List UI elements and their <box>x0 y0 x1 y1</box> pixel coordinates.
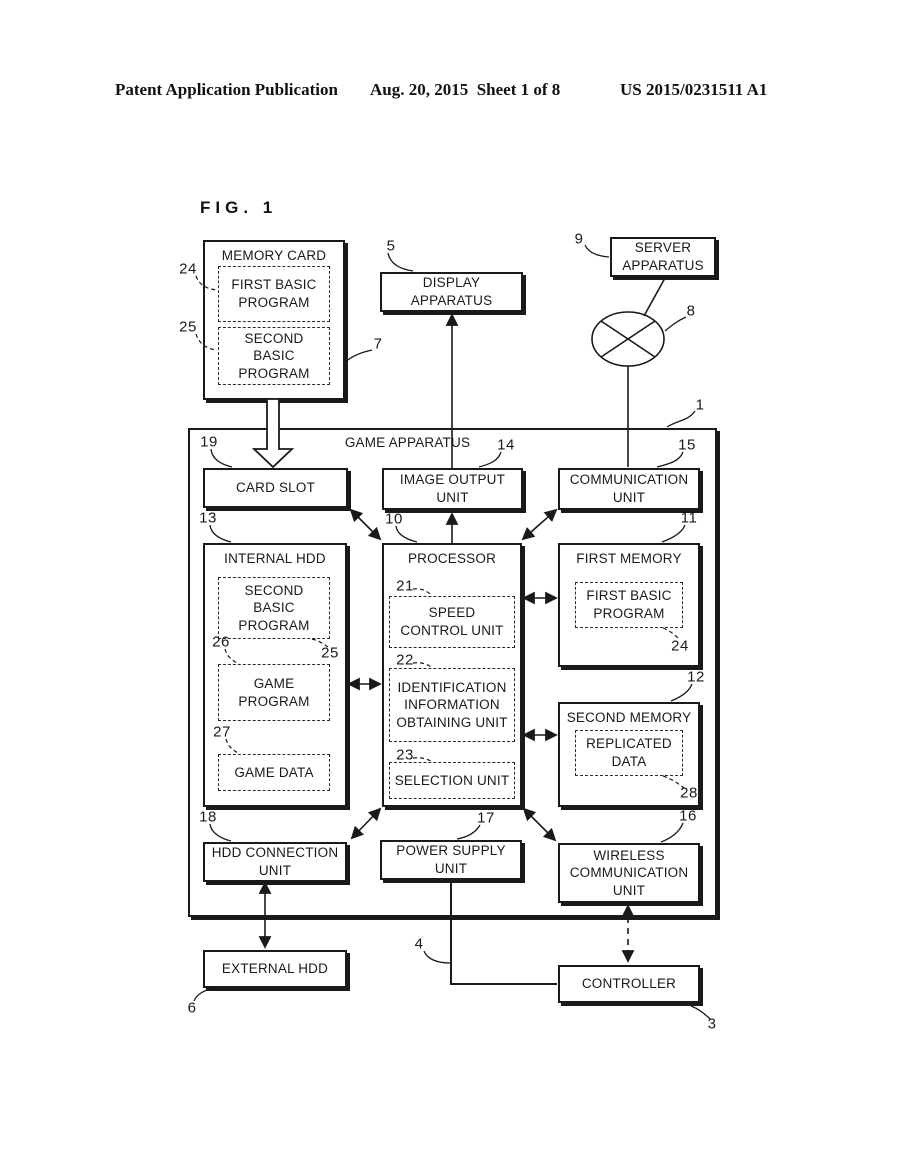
identification-unit-label: IDENTIFICATION INFORMATION OBTAINING UNI… <box>396 679 508 730</box>
selection-unit-label: SELECTION UNIT <box>394 772 510 788</box>
wireless-communication-unit-block: WIRELESS COMMUNICATION UNIT <box>558 843 700 903</box>
ref-label-22: 22 <box>396 651 414 669</box>
network-icon <box>591 311 665 367</box>
ref-label-14: 14 <box>497 436 515 454</box>
processor-title: PROCESSOR <box>407 551 497 566</box>
identification-unit-block: IDENTIFICATION INFORMATION OBTAINING UNI… <box>389 668 515 742</box>
speed-control-unit-label: SPEED CONTROL UNIT <box>400 605 504 638</box>
ref-label-21: 21 <box>396 577 414 595</box>
ref-label-15: 15 <box>678 436 696 454</box>
external-hdd-block: EXTERNAL HDD <box>203 950 347 988</box>
memory-card-title: MEMORY CARD <box>221 248 327 263</box>
sm-replicated-data-label: REPLICATED DATA <box>586 736 672 769</box>
ref-label-27: 27 <box>213 723 231 741</box>
ref-label-26: 26 <box>212 633 230 651</box>
network-icon-cross-line <box>600 320 656 358</box>
ih-second-basic-program-label: SECOND BASIC PROGRAM <box>238 582 310 633</box>
display-apparatus-block: DISPLAY APPARATUS <box>380 272 523 312</box>
mc-second-basic-program-block: SECOND BASIC PROGRAM <box>218 327 330 385</box>
ref-label-25-memory-card: 25 <box>179 318 197 336</box>
ref-label-3: 3 <box>707 1015 717 1033</box>
server-apparatus-label: SERVER APPARATUS <box>622 240 704 273</box>
header-date-sheet: Aug. 20, 2015 Sheet 1 of 8 <box>370 80 561 99</box>
internal-hdd-title: INTERNAL HDD <box>224 551 326 566</box>
game-apparatus-title: GAME APPARATUS <box>344 435 471 450</box>
mc-first-basic-program-label: FIRST BASIC PROGRAM <box>231 277 317 310</box>
power-supply-unit-label: POWER SUPPLY UNIT <box>396 843 506 876</box>
ref-label-18: 18 <box>199 808 217 826</box>
ref-label-1: 1 <box>695 396 705 414</box>
ref-label-23: 23 <box>396 746 414 764</box>
header-publication-number: US 2015/0231511 A1 <box>620 80 768 99</box>
ref-label-13: 13 <box>199 509 217 527</box>
server-apparatus-block: SERVER APPARATUS <box>610 237 716 277</box>
image-output-unit-label: IMAGE OUTPUT UNIT <box>399 472 506 505</box>
ih-game-data-block: GAME DATA <box>218 754 330 791</box>
network-icon-cross-line <box>600 320 656 358</box>
sm-replicated-data-block: REPLICATED DATA <box>575 730 683 776</box>
power-supply-unit-block: POWER SUPPLY UNIT <box>380 840 522 880</box>
ref-label-11: 11 <box>680 509 698 527</box>
first-memory-title: FIRST MEMORY <box>576 551 682 566</box>
ref-label-24-first-memory: 24 <box>671 637 689 655</box>
ref-label-5: 5 <box>386 237 396 255</box>
card-slot-block: CARD SLOT <box>203 468 348 508</box>
ref-label-6: 6 <box>187 999 197 1017</box>
wireless-communication-unit-label: WIRELESS COMMUNICATION UNIT <box>569 847 689 898</box>
ref-label-10: 10 <box>385 510 403 528</box>
header-publication-type: Patent Application Publication <box>115 80 338 99</box>
second-memory-title: SECOND MEMORY <box>566 710 692 725</box>
speed-control-unit-block: SPEED CONTROL UNIT <box>389 596 515 648</box>
card-slot-label: CARD SLOT <box>235 480 316 496</box>
mc-second-basic-program-label: SECOND BASIC PROGRAM <box>238 330 310 381</box>
ref-label-12: 12 <box>687 668 705 686</box>
ref-label-17: 17 <box>477 809 495 827</box>
ref-label-16: 16 <box>679 807 697 825</box>
line-server-to-network <box>643 277 666 317</box>
communication-unit-block: COMMUNICATION UNIT <box>558 468 700 510</box>
controller-label: CONTROLLER <box>581 976 677 992</box>
fm-first-basic-program-label: FIRST BASIC PROGRAM <box>586 588 672 621</box>
ref-label-4: 4 <box>414 935 424 953</box>
hdd-connection-unit-block: HDD CONNECTION UNIT <box>203 842 347 882</box>
ref-label-8: 8 <box>686 302 696 320</box>
external-hdd-label: EXTERNAL HDD <box>221 961 329 977</box>
ref-label-19: 19 <box>200 433 218 451</box>
ref-label-28: 28 <box>680 784 698 802</box>
selection-unit-block: SELECTION UNIT <box>389 762 515 799</box>
ih-game-program-label: GAME PROGRAM <box>238 675 310 709</box>
controller-block: CONTROLLER <box>558 965 700 1003</box>
ih-second-basic-program-block: SECOND BASIC PROGRAM <box>218 577 330 639</box>
mc-first-basic-program-block: FIRST BASIC PROGRAM <box>218 266 330 322</box>
ih-game-program-block: GAME PROGRAM <box>218 664 330 721</box>
image-output-unit-block: IMAGE OUTPUT UNIT <box>382 468 523 510</box>
ih-game-data-label: GAME DATA <box>234 764 314 780</box>
ref-label-24-memory-card: 24 <box>179 260 197 278</box>
hdd-connection-unit-label: HDD CONNECTION UNIT <box>211 845 339 878</box>
communication-unit-label: COMMUNICATION UNIT <box>569 472 689 505</box>
ref-label-9: 9 <box>574 230 584 248</box>
figure-label: FIG. 1 <box>200 198 278 217</box>
fm-first-basic-program-block: FIRST BASIC PROGRAM <box>575 582 683 628</box>
ref-label-7: 7 <box>373 335 383 353</box>
display-apparatus-label: DISPLAY APPARATUS <box>410 275 493 308</box>
ref-label-25-internal-hdd: 25 <box>321 644 339 662</box>
